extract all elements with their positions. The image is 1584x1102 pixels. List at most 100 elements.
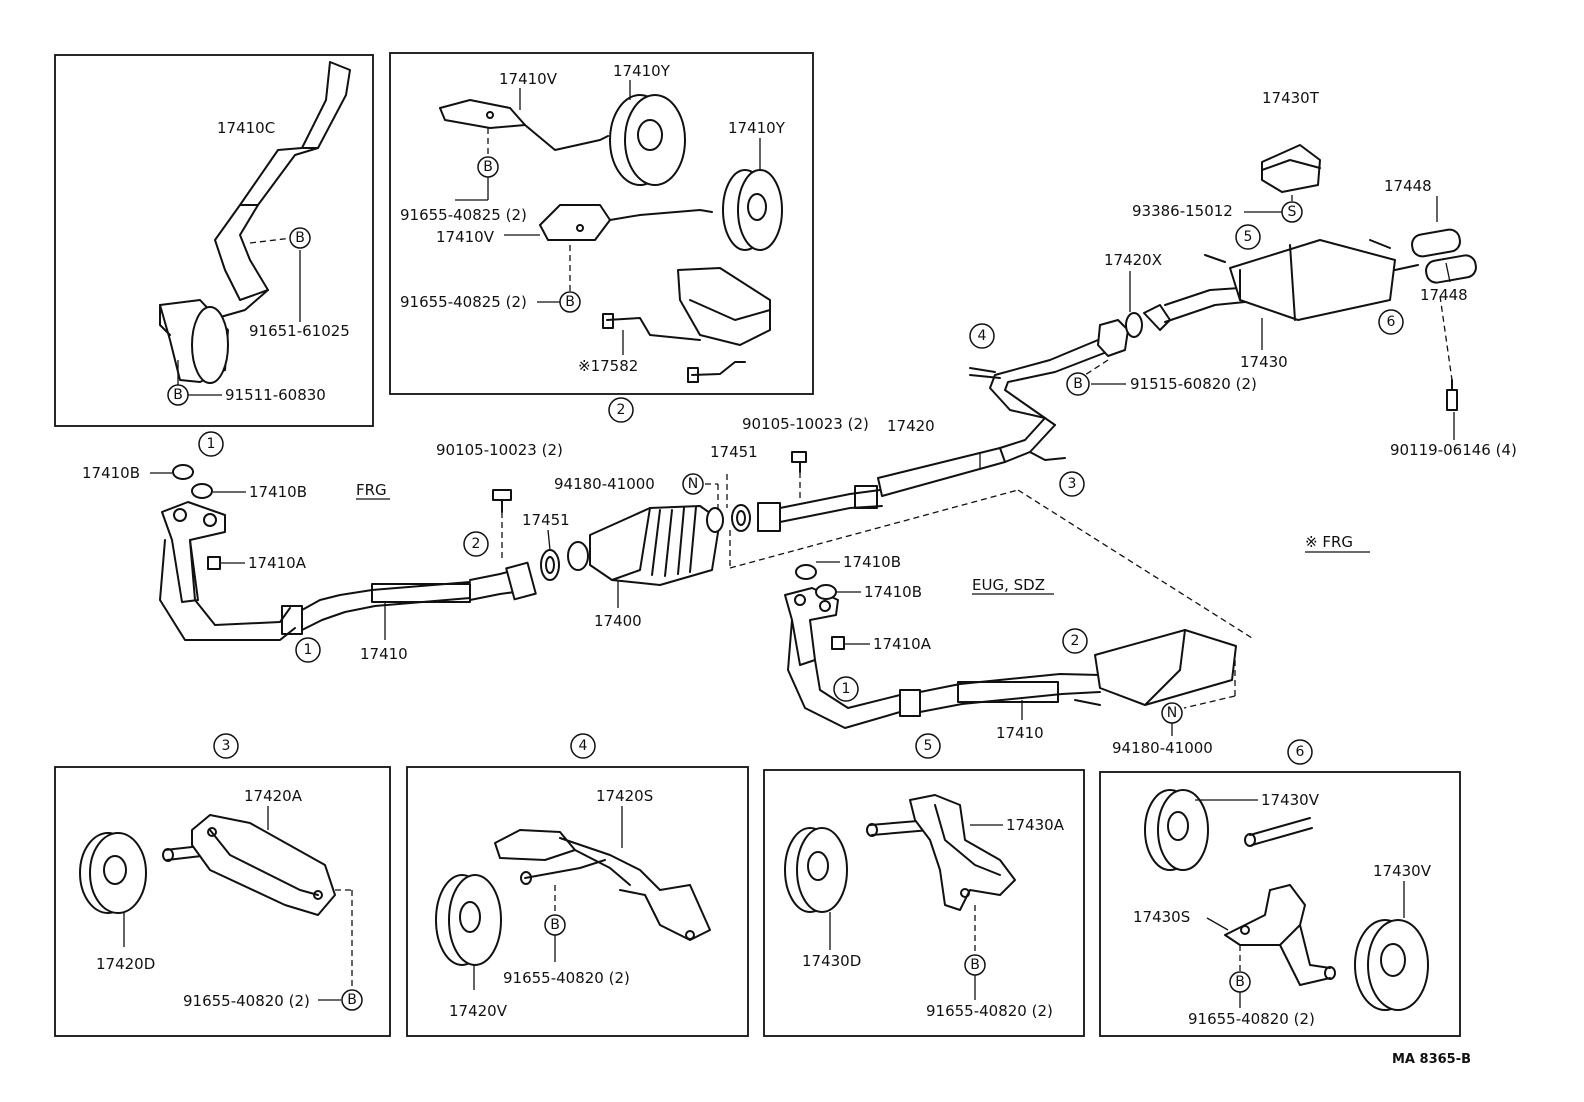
symbol-b-box4: B — [544, 914, 566, 936]
ref-circle-1-top: 1 — [198, 431, 224, 457]
svg-text:B: B — [1073, 376, 1083, 392]
rubber-mount-17410y-b — [722, 169, 783, 251]
catalytic-converter-17400 — [567, 505, 724, 586]
label-90119-06146: 90119-06146 (4) — [1390, 441, 1517, 459]
gasket-17451-front — [540, 549, 560, 581]
gasket-17410b-1 — [172, 464, 194, 480]
ref-circle-2-eug: 2 — [1062, 628, 1088, 654]
symbol-n-upper: N — [682, 473, 704, 495]
detail-box-3 — [54, 766, 391, 1037]
label-91655-40825-lower: 91655-40825 (2) — [400, 293, 527, 311]
ref-circle-5-main: 5 — [1235, 224, 1261, 250]
label-17430s: 17430S — [1133, 908, 1190, 926]
svg-text:S: S — [1288, 204, 1297, 220]
svg-text:1: 1 — [842, 681, 851, 697]
center-pipe-17420-drawing — [757, 417, 1066, 532]
bolt-90105-10023-b — [791, 451, 807, 473]
eug-pipe-17410-drawing — [919, 629, 1237, 713]
nut-17410a-1 — [207, 556, 221, 570]
gasket-17410b-2 — [191, 483, 213, 499]
bracket-17420s-drawing — [494, 829, 711, 941]
bracket-17430s-drawing — [1224, 884, 1336, 986]
label-note-frg: ※ FRG — [1305, 533, 1353, 551]
symbol-b-main-rear: B — [1066, 372, 1090, 396]
label-17430v-upper: 17430V — [1261, 791, 1320, 809]
ref-circle-2-main: 2 — [463, 531, 489, 557]
svg-text:N: N — [688, 476, 698, 492]
label-91511-60830: 91511-60830 — [225, 386, 326, 404]
label-17451-lower: 17451 — [522, 511, 570, 529]
ref-circle-4-main: 4 — [969, 323, 995, 349]
label-94180-41000-lower: 94180-41000 — [1112, 739, 1213, 757]
detail-box-1 — [54, 54, 374, 427]
label-17410b-3: 17410B — [843, 553, 901, 571]
symbol-b-box1-lower: B — [167, 384, 189, 406]
svg-text:1: 1 — [304, 642, 313, 658]
label-17410y-upper: 17410Y — [613, 62, 671, 80]
label-17420a: 17420A — [244, 787, 303, 805]
label-17410b-1: 17410B — [82, 464, 140, 482]
label-17410-eug: 17410 — [996, 724, 1044, 742]
symbol-s: S — [1281, 201, 1303, 223]
tail-pipe-muffler-17430 — [1143, 239, 1419, 331]
label-91651-61025: 91651-61025 — [249, 322, 350, 340]
svg-text:3: 3 — [1068, 476, 1077, 492]
label-frg: FRG — [356, 481, 387, 499]
label-90105-10023-right: 90105-10023 (2) — [742, 415, 869, 433]
rubber-mount-17410y-a — [609, 94, 686, 186]
gasket-17410b-3 — [795, 564, 817, 580]
label-17430d: 17430D — [802, 952, 861, 970]
ref-circle-4-bottom: 4 — [570, 733, 596, 759]
svg-text:B: B — [295, 230, 305, 246]
ref-circle-6-main: 6 — [1378, 309, 1404, 335]
label-91655-40825-upper: 91655-40825 (2) — [400, 206, 527, 224]
ref-circle-1-eug: 1 — [833, 676, 859, 702]
ref-circle-2-top: 2 — [608, 397, 634, 423]
label-17420v: 17420V — [449, 1002, 508, 1020]
detail-box-4 — [406, 766, 749, 1037]
symbol-b-box2-upper: B — [477, 156, 499, 178]
detail-box-6 — [1099, 771, 1461, 1037]
bolt-90105-10023-a — [492, 489, 512, 513]
label-17410: 17410 — [360, 645, 408, 663]
svg-text:B: B — [483, 159, 493, 175]
bracket-17410c-drawing — [159, 61, 351, 384]
svg-text:6: 6 — [1296, 744, 1305, 760]
label-17430t: 17430T — [1262, 89, 1320, 107]
label-91655-40820-box3: 91655-40820 (2) — [183, 992, 310, 1010]
eug-exhaust-manifold-drawing — [784, 587, 921, 729]
label-17420x: 17420X — [1104, 251, 1162, 269]
label-17451-upper: 17451 — [710, 443, 758, 461]
ref-circle-5-bottom: 5 — [915, 733, 941, 759]
pin-drawing — [1244, 817, 1313, 847]
diagram-id: MA 8365-B — [1392, 1052, 1471, 1067]
ref-circle-3-main: 3 — [1059, 471, 1085, 497]
rubber-mount-17430v-upper — [1144, 789, 1209, 871]
rubber-mount-17430d — [784, 827, 848, 913]
hanger-17410v-lower-drawing — [539, 204, 713, 241]
label-17410b-2: 17410B — [249, 483, 307, 501]
label-17430: 17430 — [1240, 353, 1288, 371]
svg-text:2: 2 — [472, 536, 481, 552]
bolt-90119-06146 — [1446, 379, 1458, 411]
gasket-17451-rear — [731, 504, 751, 532]
rubber-mount-17420d — [79, 832, 147, 914]
gasket-17420x — [1125, 312, 1143, 338]
svg-text:4: 4 — [579, 738, 588, 754]
svg-text:B: B — [565, 294, 575, 310]
ref-circle-6-bottom: 6 — [1287, 739, 1313, 765]
tail-extension-17448-b — [1425, 254, 1477, 284]
label-17410b-4: 17410B — [864, 583, 922, 601]
svg-text:2: 2 — [1071, 633, 1080, 649]
insulator-17430t — [1261, 144, 1321, 193]
symbol-b-box3: B — [341, 989, 363, 1011]
label-eug-sdz: EUG, SDZ — [972, 576, 1045, 594]
symbol-b-box5: B — [964, 954, 986, 976]
nut-17410a-2 — [831, 636, 845, 650]
svg-text:B: B — [550, 917, 560, 933]
label-17430a: 17430A — [1006, 816, 1065, 834]
detail-box-5 — [763, 769, 1085, 1037]
detail-box-2 — [389, 52, 814, 395]
svg-text:2: 2 — [617, 402, 626, 418]
